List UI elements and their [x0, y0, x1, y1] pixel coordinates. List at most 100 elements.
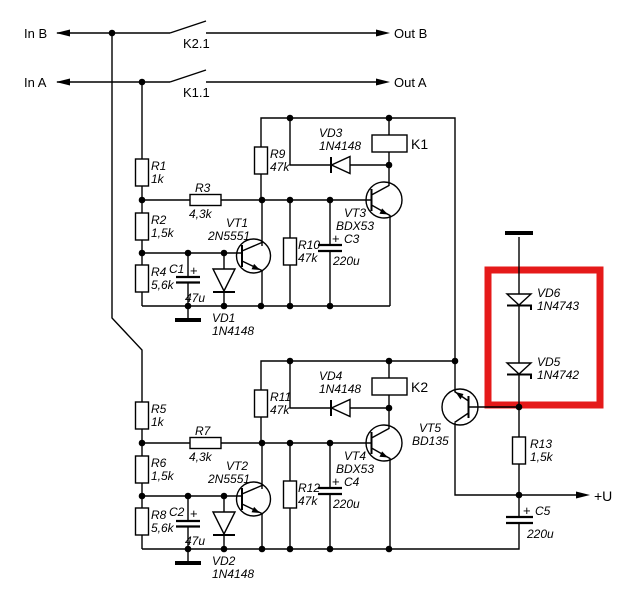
vd2-value: 1N4148: [212, 567, 254, 581]
relay-k1-label: K1: [411, 136, 428, 152]
vt1-name: VT1: [226, 216, 248, 230]
relay-k2-coil: [371, 377, 408, 396]
zener-vd6: [505, 293, 533, 310]
r1-value: 1k: [151, 172, 165, 186]
out-b-label: Out B: [394, 26, 427, 41]
r8-value: 5,6k: [151, 521, 175, 535]
vt5-value: BD135: [412, 434, 449, 448]
r1-name: R1: [151, 159, 166, 173]
transistor-vt5: [441, 388, 479, 426]
c4-name: C4: [344, 475, 360, 489]
r5-name: R5: [151, 402, 167, 416]
r7-value: 4,3k: [189, 450, 213, 464]
c2-value: 47u: [185, 534, 205, 548]
highlight-box: [484, 266, 604, 409]
r7-name: R7: [195, 424, 212, 438]
c4-plus: +: [332, 474, 340, 489]
vt2-name: VT2: [226, 459, 248, 473]
vt3-value: BDX53: [336, 219, 374, 233]
capacitor-c2: [176, 519, 200, 528]
diode-vd2: [211, 511, 237, 536]
resistor-symbols: [134, 146, 527, 536]
resistor-r12: [282, 480, 298, 509]
transistor-vt4: [365, 424, 403, 462]
out-a-label: Out A: [394, 75, 427, 90]
vt2-value: 2N5551: [207, 472, 250, 486]
vd5-value: 1N4742: [537, 368, 579, 382]
in-a-label: In A: [24, 75, 47, 90]
capacitor-c3: [318, 243, 342, 253]
in-a-arrow-icon: [56, 78, 70, 86]
supply-label: +U: [594, 488, 612, 504]
switch-k2-1-label: K2.1: [183, 36, 210, 51]
c4-value: 220u: [332, 497, 360, 511]
capacitor-c4: [318, 486, 342, 496]
diode-vd1: [211, 268, 237, 293]
c1-value: 47u: [185, 291, 205, 305]
switch-k1-1-label: K1.1: [183, 85, 210, 100]
r6-name: R6: [151, 456, 167, 470]
r11-value: 47k: [270, 403, 290, 417]
c3-name: C3: [344, 232, 360, 246]
resistor-r2: [134, 212, 150, 241]
c1-name: C1: [169, 262, 184, 276]
vt4-name: VT4: [344, 449, 366, 463]
switch-k1-1-blade: [169, 69, 207, 83]
r4-name: R4: [151, 265, 167, 279]
c5-plus: +: [523, 503, 531, 518]
capacitor-c1: [176, 275, 200, 284]
zener-vd5: [505, 362, 533, 379]
c5-name: C5: [535, 504, 551, 518]
r12-value: 47k: [298, 494, 318, 508]
r8-name: R8: [151, 508, 167, 522]
resistor-r3: [189, 193, 222, 207]
r6-value: 1,5k: [151, 469, 175, 483]
ground-bar-lower: [175, 561, 201, 565]
vt3-name: VT3: [344, 206, 366, 220]
c2-plus: +: [190, 506, 198, 521]
relay-k1-coil: [371, 134, 408, 153]
resistor-r1: [134, 158, 150, 187]
vt1-value: 2N5551: [207, 229, 250, 243]
c1-plus: +: [190, 263, 198, 278]
vt5-name: VT5: [419, 421, 441, 435]
c3-value: 220u: [332, 254, 360, 268]
r13-value: 1,5k: [530, 450, 554, 464]
r12-name: R12: [298, 481, 320, 495]
c3-plus: +: [332, 231, 340, 246]
c2-name: C2: [169, 505, 185, 519]
supply-arrow-icon: [576, 491, 590, 499]
vd6-name: VD6: [537, 286, 561, 300]
vd3-value: 1N4148: [319, 139, 361, 153]
resistor-r8: [134, 507, 150, 536]
vd6-value: 1N4743: [537, 299, 579, 313]
resistor-r9: [253, 146, 269, 175]
ground-bar-upper: [175, 318, 201, 322]
switch-k2-1-blade: [169, 20, 207, 34]
junction-dots: [108, 29, 523, 553]
in-b-arrow-icon: [56, 29, 70, 37]
c5-value: 220u: [526, 527, 554, 541]
resistor-r5: [134, 401, 150, 430]
vd4-name: VD4: [319, 369, 343, 383]
r9-value: 47k: [270, 160, 290, 174]
resistor-r13: [511, 436, 527, 465]
out-a-arrow-icon: [376, 78, 390, 86]
r2-value: 1,5k: [151, 226, 175, 240]
vd5-name: VD5: [537, 355, 561, 369]
r11-name: R11: [270, 390, 291, 404]
r10-name: R10: [298, 238, 320, 252]
diode-vd4: [329, 398, 351, 418]
supply-terminal-bar: [505, 231, 533, 235]
resistor-r4: [134, 264, 150, 293]
vt4-value: BDX53: [336, 462, 374, 476]
transistor-vt2: [235, 481, 272, 517]
vd1-name: VD1: [212, 311, 235, 325]
vd4-value: 1N4148: [319, 382, 361, 396]
r5-value: 1k: [151, 415, 165, 429]
vd3-name: VD3: [319, 126, 343, 140]
r13-name: R13: [530, 437, 552, 451]
capacitor-c5: [506, 515, 533, 525]
resistor-r7: [189, 436, 222, 450]
vd1-value: 1N4148: [212, 324, 254, 338]
